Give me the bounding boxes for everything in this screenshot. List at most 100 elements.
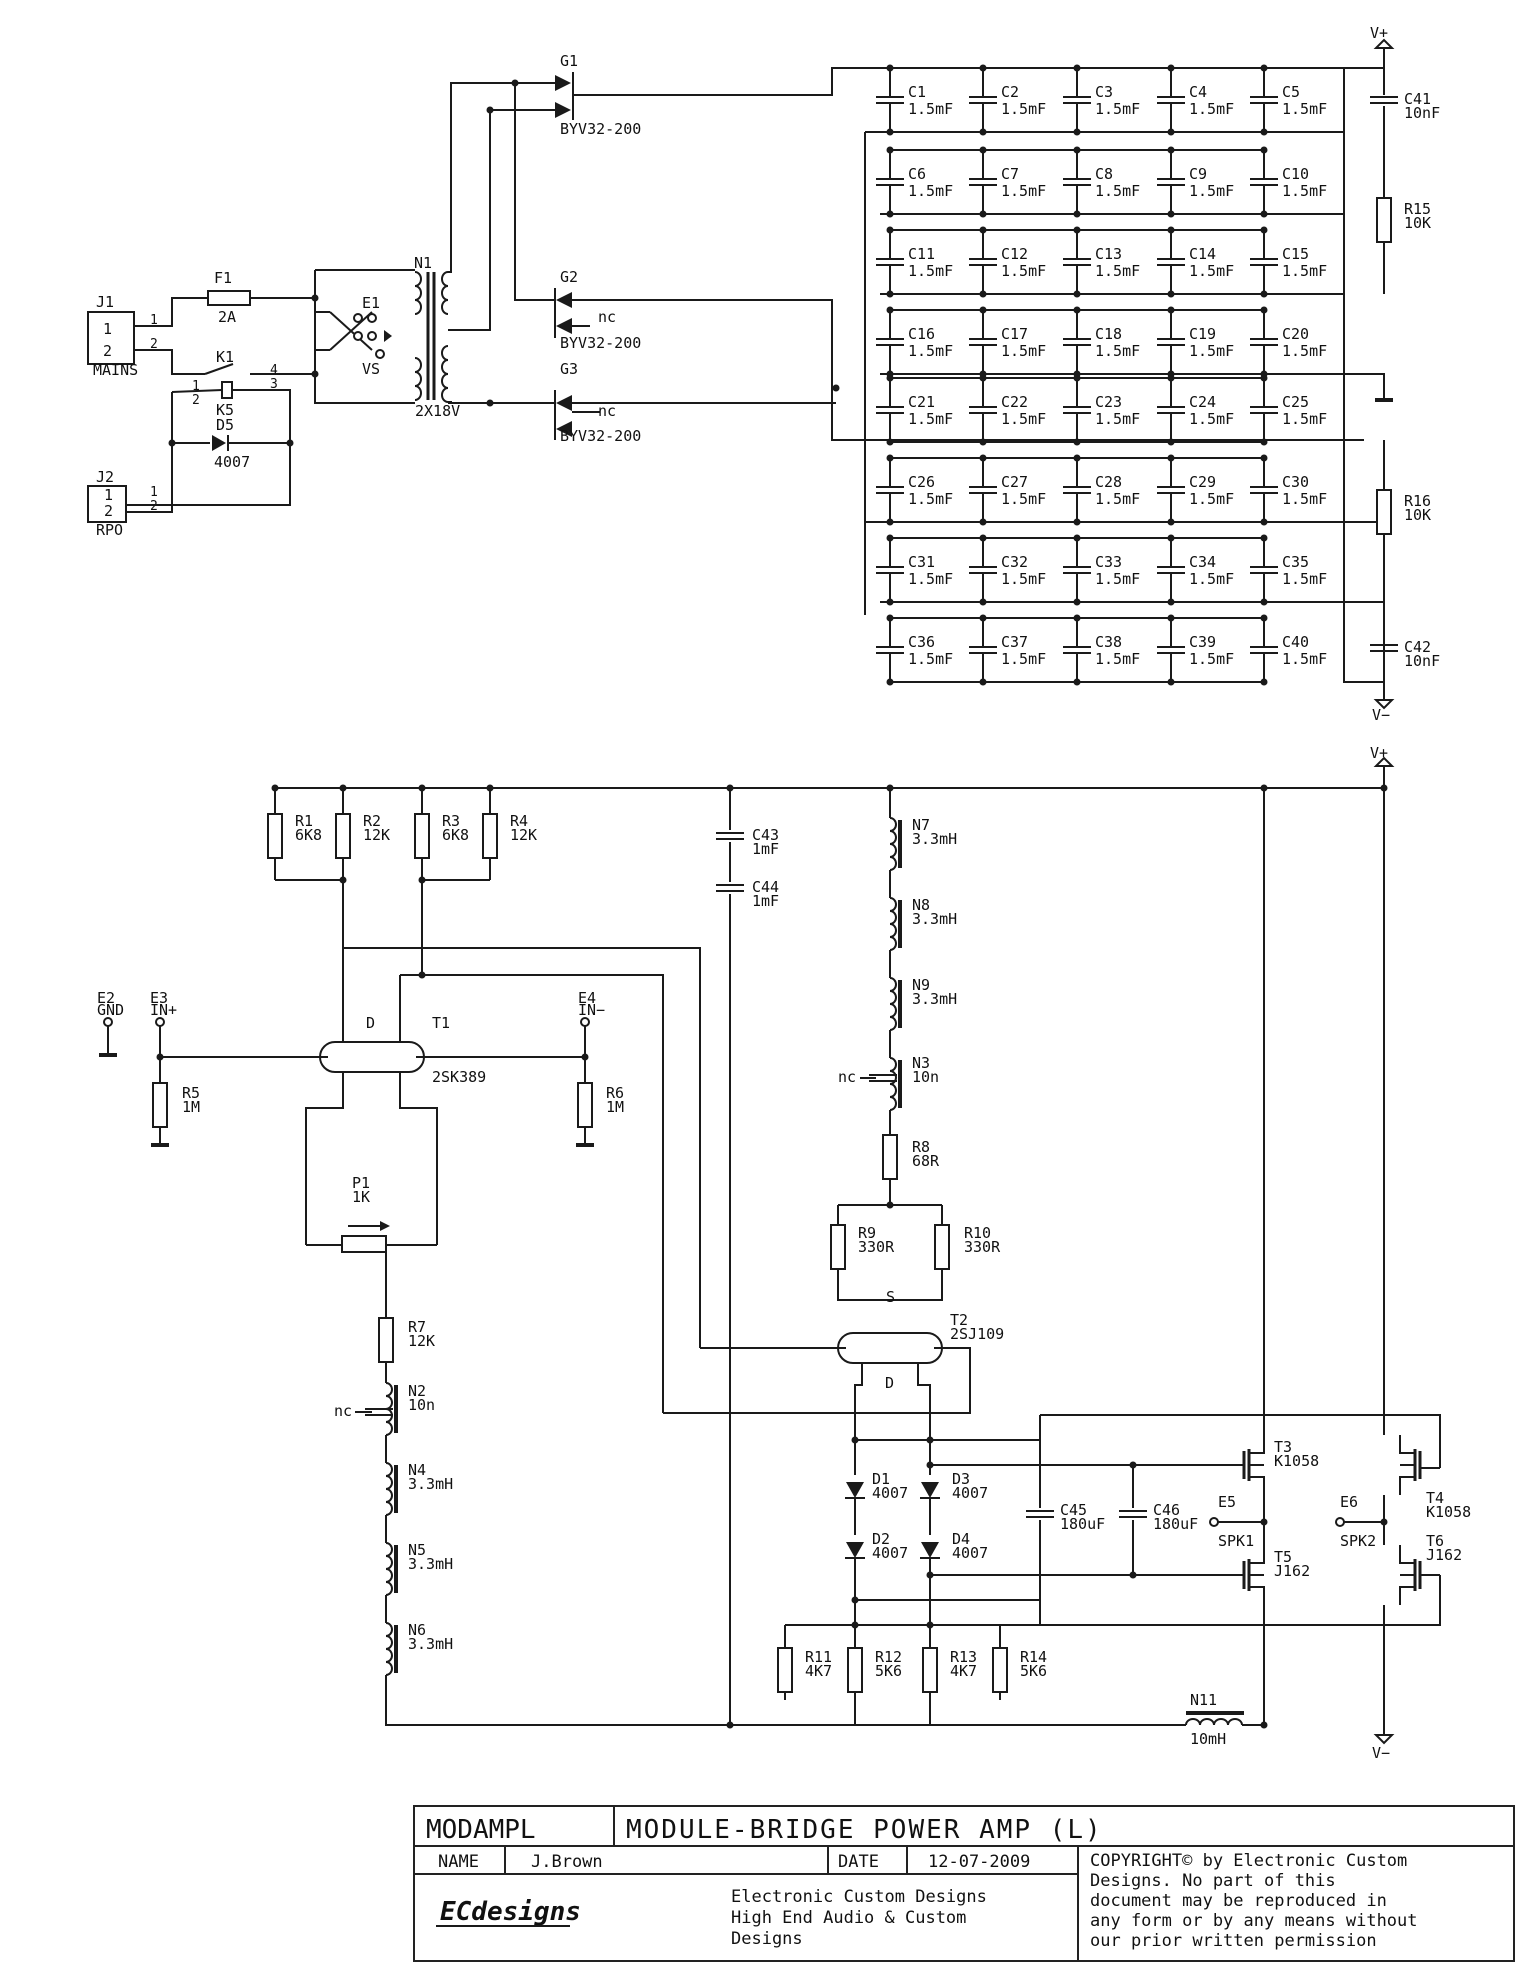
diode-symbol <box>556 292 572 308</box>
part-label: nc <box>598 402 616 420</box>
part-label: R12 <box>875 1648 902 1666</box>
junction-dot <box>886 1201 894 1209</box>
part-label: R9 <box>858 1224 876 1242</box>
part-label: T5 <box>1274 1548 1292 1566</box>
resistor-symbol <box>335 813 351 859</box>
diode-symbol <box>555 102 571 118</box>
terminal-circle <box>353 313 363 323</box>
part-label: 1.5mF <box>1001 650 1046 668</box>
part-label: 2 <box>103 342 112 360</box>
part-label: C7 <box>1001 165 1019 183</box>
part-label: R11 <box>805 1648 832 1666</box>
part-label: E4 <box>578 989 596 1007</box>
capacitor-symbol <box>875 178 905 186</box>
part-label: 4007 <box>952 1544 988 1562</box>
part-label: K1058 <box>1274 1452 1319 1470</box>
junction-dot <box>1260 534 1268 542</box>
junction-dot <box>886 614 894 622</box>
resistor-symbol <box>1376 489 1392 535</box>
part-label: 1.5mF <box>1095 490 1140 508</box>
part-label: J1 <box>96 293 114 311</box>
part-label: C27 <box>1001 473 1028 491</box>
capacitor-symbol <box>1025 1510 1055 1518</box>
part-label: 1.5mF <box>908 410 953 428</box>
junction-dot <box>1260 374 1268 382</box>
wire <box>171 389 223 393</box>
wire <box>305 1072 344 1245</box>
terminal-circle <box>1209 1517 1219 1527</box>
part-label: 1.5mF <box>1282 650 1327 668</box>
company-line-1: Electronic Custom Designs <box>731 1887 987 1907</box>
junction-dot <box>979 306 987 314</box>
capacitor-symbol <box>1062 486 1092 494</box>
capacitor-symbol <box>968 406 998 414</box>
part-label: 1.5mF <box>1001 570 1046 588</box>
relay-coil <box>221 381 233 399</box>
part-label: C46 <box>1153 1501 1180 1519</box>
junction-dot <box>1380 1518 1388 1526</box>
part-label: 180uF <box>1060 1515 1105 1533</box>
diode-symbol <box>555 75 571 91</box>
wire <box>837 1269 943 1301</box>
wire <box>1000 1575 1441 1626</box>
capacitor-symbol <box>1062 258 1092 266</box>
junction-dot <box>1167 226 1175 234</box>
part-label: T1 <box>432 1014 450 1032</box>
part-label: 3.3mH <box>912 830 957 848</box>
part-label: 1.5mF <box>1189 650 1234 668</box>
junction-dot <box>1167 146 1175 154</box>
part-label: C5 <box>1282 83 1300 101</box>
junction-dot <box>1167 678 1175 686</box>
part-label: C43 <box>752 826 779 844</box>
part-label: 180uF <box>1153 1515 1198 1533</box>
part-label: 4007 <box>872 1544 908 1562</box>
part-label: 1 <box>150 313 158 328</box>
part-label: 1.5mF <box>1095 100 1140 118</box>
junction-dot <box>1260 306 1268 314</box>
part-label: 1.5mF <box>908 100 953 118</box>
part-label: 1.5mF <box>908 650 953 668</box>
part-label: K1 <box>216 348 234 366</box>
part-label: 1.5mF <box>1001 490 1046 508</box>
part-label: C26 <box>908 473 935 491</box>
part-label: BYV32-200 <box>560 427 641 445</box>
part-label: S <box>886 1288 895 1306</box>
part-label: 10nF <box>1404 104 1440 122</box>
part-label: N7 <box>912 816 930 834</box>
wire <box>1249 1435 1265 1454</box>
part-label: C34 <box>1189 553 1216 571</box>
part-label: C21 <box>908 393 935 411</box>
part-label: C37 <box>1001 633 1028 651</box>
transformer-primary <box>414 271 422 401</box>
capacitor-symbol <box>1156 406 1186 414</box>
terminal-circle <box>375 349 385 359</box>
resistor-symbol <box>847 1647 863 1693</box>
junction-dot <box>1073 146 1081 154</box>
capacitor-symbol <box>1249 258 1279 266</box>
wire <box>314 270 415 404</box>
part-label: D <box>366 1014 375 1032</box>
part-label: 1K <box>352 1188 370 1206</box>
part-label: J2 <box>96 468 114 486</box>
resistor-symbol <box>922 1647 938 1693</box>
resistor-symbol <box>482 813 498 859</box>
connector-j1 <box>87 311 135 365</box>
part-label: 3.3mH <box>408 1475 453 1493</box>
capacitor-symbol <box>715 884 745 892</box>
junction-dot <box>979 374 987 382</box>
inductor-symbol <box>888 976 902 1032</box>
wire <box>1264 373 1385 395</box>
part-label: 4007 <box>952 1484 988 1502</box>
part-label: 1.5mF <box>908 490 953 508</box>
part-label: C9 <box>1189 165 1207 183</box>
wire <box>1249 1476 1265 1495</box>
part-label: 1.5mF <box>1189 182 1234 200</box>
vminus-arrow <box>1373 699 1395 710</box>
connector-j2 <box>87 485 127 523</box>
part-label: 4K7 <box>805 1662 832 1680</box>
part-label: D1 <box>872 1470 890 1488</box>
capacitor-symbol <box>968 646 998 654</box>
junction-dot <box>926 1461 934 1469</box>
capacitor-symbol <box>715 832 745 840</box>
part-label: C2 <box>1001 83 1019 101</box>
